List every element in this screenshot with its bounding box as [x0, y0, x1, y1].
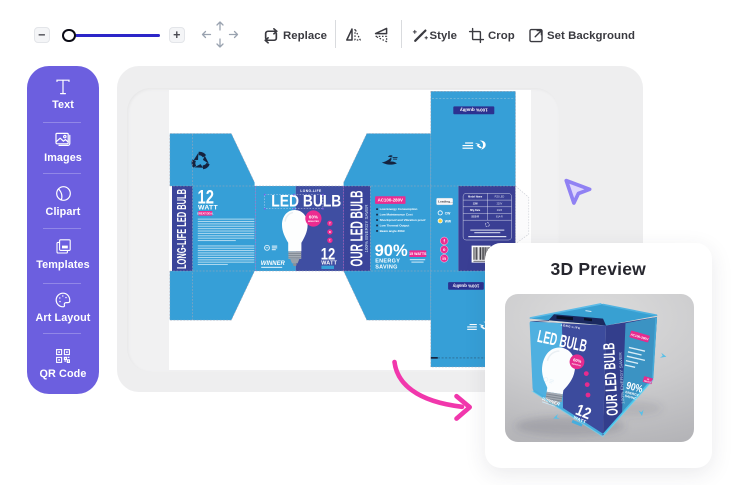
svg-text:81A-R: 81A-R — [496, 216, 503, 219]
svg-text:ENERGY: ENERGY — [625, 390, 640, 398]
svg-text:WATT: WATT — [198, 204, 218, 211]
svg-text:60%: 60% — [309, 214, 318, 219]
svg-text:12W: 12W — [473, 202, 479, 205]
svg-text:Mfg Date: Mfg Date — [470, 209, 481, 212]
svg-text:CW: CW — [445, 211, 451, 215]
svg-text:WINNER: WINNER — [261, 260, 285, 267]
svg-text:SGS-R: SGS-R — [471, 216, 479, 219]
svg-text:12: 12 — [198, 187, 215, 209]
svg-text:AC100-280V: AC100-280V — [378, 198, 403, 203]
svg-text:100% quality: 100% quality — [459, 108, 487, 113]
svg-text:o: o — [329, 230, 331, 234]
svg-text:12: 12 — [573, 402, 593, 423]
svg-text:OUR LED BULB: OUR LED BULB — [347, 191, 367, 267]
svg-text:100% quality: 100% quality — [452, 283, 479, 288]
svg-text:Loading...: Loading... — [438, 200, 453, 204]
svg-text:WATTS: WATTS — [643, 379, 651, 384]
svg-text:12: 12 — [321, 244, 336, 263]
svg-text:Model Name: Model Name — [468, 196, 483, 199]
svg-text:P25 LED: P25 LED — [495, 196, 505, 199]
svg-text:in: in — [442, 256, 446, 261]
svg-text:90%: 90% — [625, 380, 644, 396]
svg-text:BRIGHTER: BRIGHTER — [308, 221, 319, 223]
svg-text:ENERGY: ENERGY — [375, 259, 400, 265]
svg-text:220V: 220V — [497, 202, 503, 205]
svg-text:LED BULB: LED BULB — [271, 192, 341, 211]
svg-text:SAVING: SAVING — [375, 264, 397, 270]
svg-text:15 WATTS: 15 WATTS — [409, 252, 427, 256]
svg-text:Low Thermal Output: Low Thermal Output — [380, 223, 410, 227]
svg-text:WINNER: WINNER — [541, 396, 561, 407]
svg-text:Low Energy Consumption: Low Energy Consumption — [380, 207, 418, 211]
svg-text:t: t — [329, 238, 331, 242]
svg-text:GREAT DEAL: GREAT DEAL — [197, 211, 214, 215]
svg-text:AC100-280V: AC100-280V — [630, 333, 650, 342]
svg-text:90%: 90% — [375, 242, 408, 260]
svg-text:LONG-LIFE: LONG-LIFE — [560, 323, 580, 330]
svg-text:o: o — [443, 247, 446, 252]
svg-text:Shockproof and Vibration proof: Shockproof and Vibration proof — [380, 218, 427, 222]
svg-text:LONG-LIFE LED BULB: LONG-LIFE LED BULB — [174, 189, 189, 269]
svg-text:2023: 2023 — [497, 209, 503, 212]
svg-text:WATT: WATT — [321, 261, 337, 267]
svg-text:OUR LED BULB: OUR LED BULB — [601, 342, 622, 416]
svg-text:f: f — [329, 221, 331, 225]
svg-text:15: 15 — [646, 379, 650, 382]
svg-text:100% ENERGY SAVER: 100% ENERGY SAVER — [364, 205, 369, 253]
svg-text:LONG-LIFE: LONG-LIFE — [300, 189, 321, 193]
svg-text:BRIGHTER: BRIGHTER — [571, 363, 581, 367]
svg-text:Beam angle 360d: Beam angle 360d — [380, 229, 405, 233]
svg-text:f: f — [443, 238, 445, 243]
svg-text:WATT: WATT — [573, 415, 587, 425]
svg-text:Low Maintenance Cost: Low Maintenance Cost — [380, 212, 413, 216]
svg-text:60%: 60% — [573, 357, 583, 364]
svg-text:100% ENERGY SAVER: 100% ENERGY SAVER — [618, 352, 626, 404]
svg-text:WW: WW — [445, 219, 452, 223]
svg-text:SAVING: SAVING — [624, 394, 637, 401]
